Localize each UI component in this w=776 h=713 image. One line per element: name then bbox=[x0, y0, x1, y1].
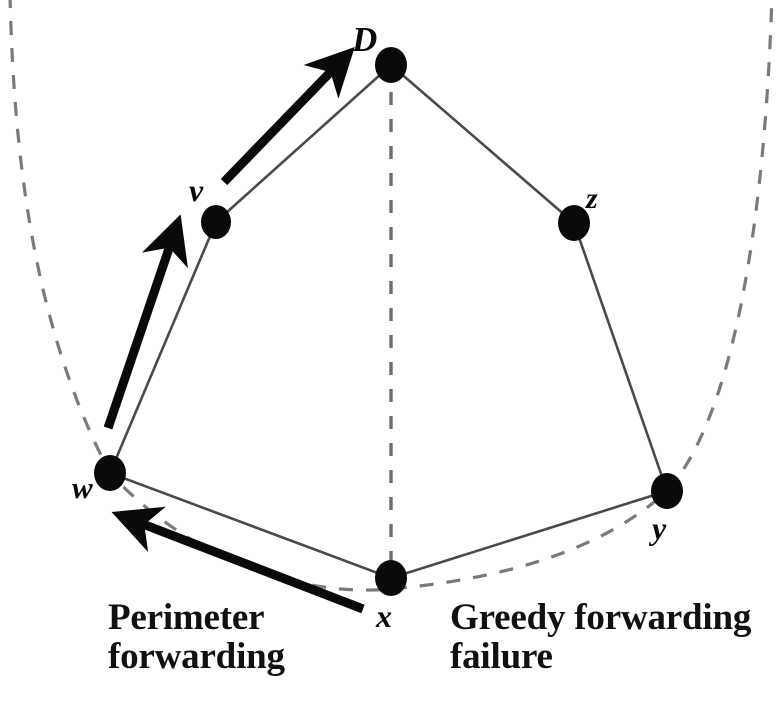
graph-nodes bbox=[94, 47, 683, 596]
node-x bbox=[375, 560, 407, 596]
node-label-x: x bbox=[376, 598, 392, 634]
caption-perimeter-forwarding: Perimeter forwarding bbox=[108, 597, 285, 678]
node-v bbox=[201, 205, 231, 239]
caption-greedy-forwarding-failure: Greedy forwarding failure bbox=[450, 597, 752, 678]
node-label-v: v bbox=[189, 172, 204, 208]
node-label-D: D bbox=[352, 20, 378, 59]
node-D bbox=[375, 47, 407, 83]
edge-z-y bbox=[572, 222, 669, 492]
node-z bbox=[558, 205, 590, 241]
node-label-y: y bbox=[652, 510, 667, 546]
node-y bbox=[651, 473, 683, 509]
edge-w-x bbox=[109, 471, 392, 580]
edge-v-w bbox=[108, 221, 218, 474]
edge-x-y bbox=[390, 489, 668, 580]
node-label-z: z bbox=[586, 182, 598, 215]
edge-D-v bbox=[215, 64, 392, 223]
arrow-v-to-D bbox=[220, 46, 355, 186]
edge-D-z bbox=[390, 64, 575, 224]
perimeter-forwarding-arrows bbox=[103, 46, 365, 614]
node-w bbox=[94, 455, 126, 491]
graph-edges bbox=[108, 64, 669, 580]
arrow-w-to-v bbox=[103, 214, 188, 430]
node-label-w: w bbox=[72, 470, 93, 505]
arrow-x-to-w bbox=[111, 506, 365, 614]
